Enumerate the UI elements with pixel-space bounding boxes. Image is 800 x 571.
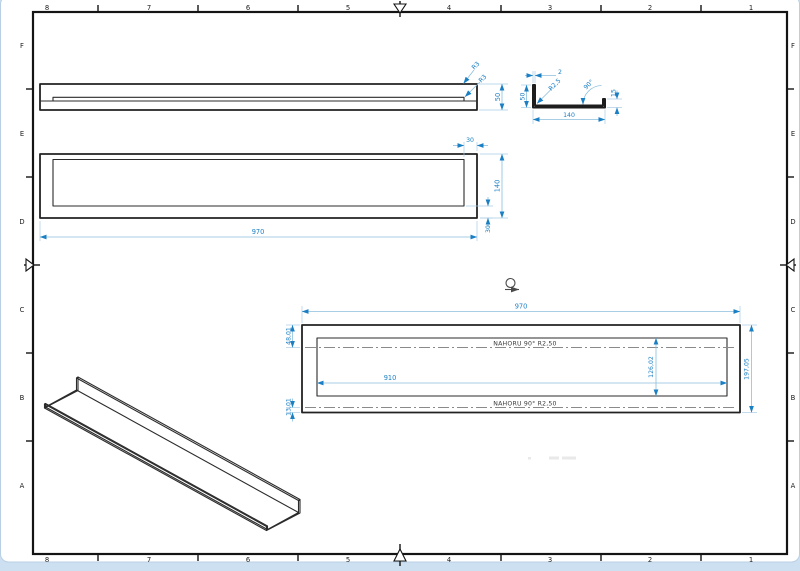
grid-label: 2 [648,4,652,12]
grid-label: C [20,306,25,314]
top-width-dim: 140 [494,180,502,193]
grid-label: 3 [548,556,552,564]
front-radius-inner-dim: R3 [478,74,489,85]
grid-label: E [791,130,795,138]
front-radius-outer-dim: R3 [471,61,482,72]
grid-label: 3 [548,4,552,12]
grid-label: D [19,218,24,226]
bend-note-bottom: NAHORU 90° R2,50 [493,400,556,408]
grid-label: 7 [147,4,151,12]
top-view: 30 140 30 970 [39,137,508,241]
grid-label: D [790,218,795,226]
grid-row-labels-left: F E D C B A [19,42,24,490]
grid-ticks [26,5,794,561]
grid-label: E [20,130,24,138]
grid-label: 4 [447,4,451,12]
top-offset-bottom-dim: 30 [485,225,492,233]
flat-bend-bottom-dim: 13,01 [286,398,293,416]
flat-inner-width-dim: 126,02 [648,356,655,378]
flat-length-dim: 970 [515,303,528,311]
isometric-view [43,376,301,532]
flat-pattern-symbol [505,277,520,293]
front-view: 50 R3 R3 [39,61,508,111]
flat-pattern-view: NAHORU 90° R2,50 NAHORU 90° R2,50 970 48… [286,303,757,422]
grid-column-labels-bottom: 8 7 6 5 4 3 2 1 [45,556,753,564]
grid-label: 2 [648,556,652,564]
grid-column-labels-top: 8 7 6 5 4 3 2 1 [45,4,753,12]
grid-label: 4 [447,556,451,564]
flat-bend-top-dim: 48,01 [286,327,293,345]
grid-row-labels-right: F E D C B A [790,42,795,490]
section-height-dim: 50 [520,93,527,101]
section-thickness-dim: 2 [558,69,562,76]
grid-label: C [791,306,796,314]
grid-label: 7 [147,556,151,564]
grid-label: F [20,42,24,50]
grid-label: 6 [246,4,250,12]
section-width-dim: 140 [563,112,575,119]
drawing-frame [31,10,789,556]
section-flange-dim: 15 [611,89,618,97]
grid-label: 5 [346,556,350,564]
grid-label: 8 [45,556,49,564]
bend-note-top: NAHORU 90° R2,50 [493,340,556,348]
grid-label: 8 [45,4,49,12]
flat-total-width-dim: 197,05 [744,358,751,380]
grid-label: B [791,394,796,402]
top-offset-top-dim: 30 [466,137,474,144]
front-height-dim: 50 [494,93,502,101]
grid-label: F [791,42,795,50]
flat-inner-length-dim: 910 [384,374,397,382]
grid-label: 5 [346,4,350,12]
grid-label: A [791,482,796,490]
grid-label: 6 [246,556,250,564]
grid-label: 1 [749,556,753,564]
top-length-dim: 970 [252,228,265,236]
centering-marks [24,1,796,566]
grid-label: B [20,394,25,402]
faint-watermark [528,456,576,460]
grid-label: A [20,482,25,490]
grid-label: 1 [749,4,753,12]
